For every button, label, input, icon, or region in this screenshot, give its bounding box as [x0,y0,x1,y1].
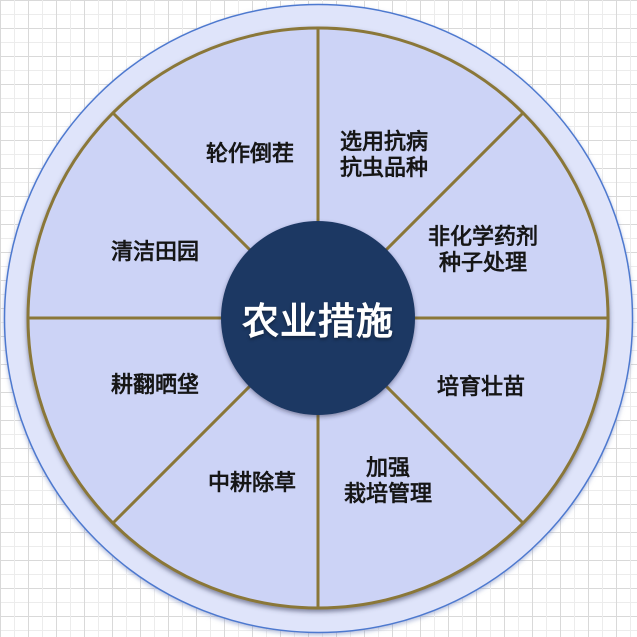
segment-label-strong-seedlings: 培育壮苗 [436,374,526,399]
center-title: 农业措施 [242,301,394,342]
segment-label-intertillage-weeding: 中耕除草 [207,470,297,495]
segment-label-non-chemical-seed-treatment: 非化学药剂 种子处理 [427,224,539,275]
center-circle [221,221,415,415]
segment-label-resistant-varieties: 选用抗病 抗虫品种 [339,129,429,180]
segment-label-clean-fields: 清洁田园 [110,239,200,264]
segment-label-cultivation-management: 加强 栽培管理 [343,455,433,506]
segment-label-crop-rotation: 轮作倒茬 [205,141,295,166]
segment-label-plough-and-sun: 耕翻晒垡 [110,372,200,397]
